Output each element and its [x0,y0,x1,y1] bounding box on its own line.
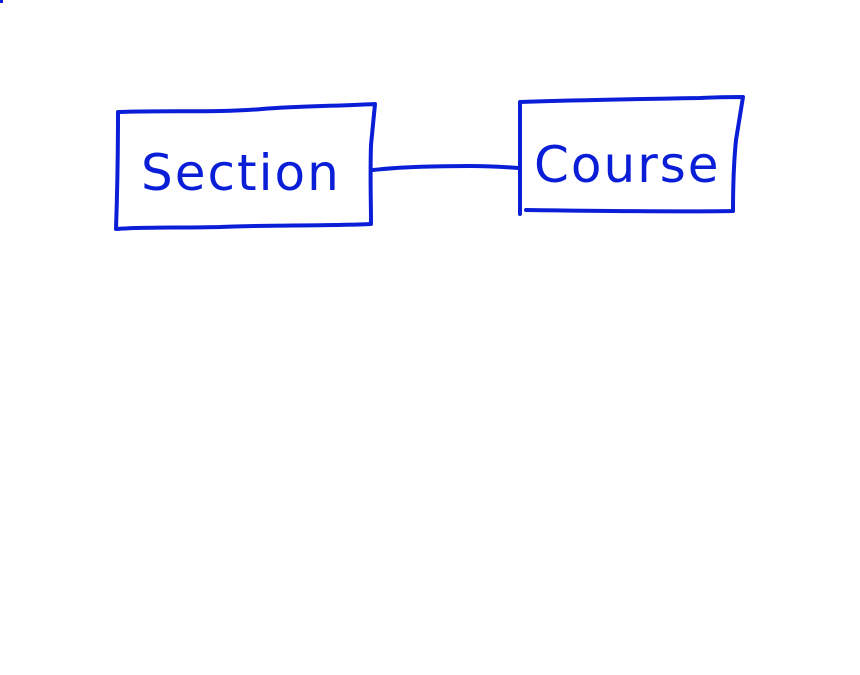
edge-section-course [371,164,520,172]
node-section-box [114,102,377,231]
node-course: Course [518,95,745,216]
node-course-label: Course [534,136,721,194]
node-course-box [518,95,745,216]
node-section: Section [114,102,377,231]
corner-ink-dot [0,0,3,3]
node-section-label: Section [141,144,341,202]
